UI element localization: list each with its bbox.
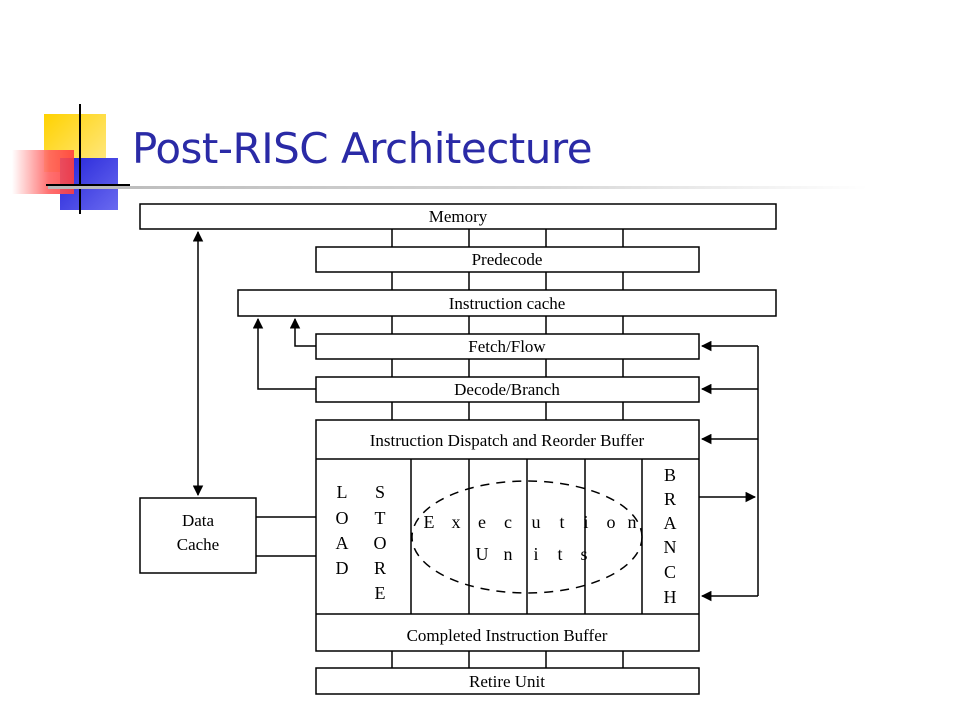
memory-predecode-connectors — [391, 229, 624, 247]
predecode-block — [315, 246, 700, 273]
unit-column-dividers — [410, 459, 643, 614]
branch-letter: R — [664, 489, 676, 509]
execution-units-ellipse — [411, 480, 643, 594]
decode-branch-label: Decode/Branch — [454, 380, 560, 399]
execution-letter: u — [532, 512, 541, 532]
memory-label: Memory — [429, 207, 488, 226]
decor-vertical-line — [79, 104, 81, 214]
fetch-to-cache-arrow — [289, 317, 316, 347]
fetch-decode-connectors — [391, 359, 624, 377]
data-cache-label-line2: Cache — [177, 535, 219, 554]
decode-to-cache-arrow — [252, 317, 316, 390]
execution-letter: i — [583, 512, 588, 532]
branch-letter: B — [664, 465, 676, 485]
branch-letter: N — [664, 537, 677, 557]
instruction-cache-label: Instruction cache — [449, 294, 566, 313]
load-letter: O — [336, 508, 349, 528]
execution-letter: c — [504, 512, 512, 532]
execution-letter: e — [478, 512, 486, 532]
dispatch-reorder-label: Instruction Dispatch and Reorder Buffer — [370, 431, 645, 450]
predecode-cache-connectors — [391, 272, 624, 290]
branch-letter: C — [664, 562, 676, 582]
cache-fetch-connectors — [391, 316, 624, 334]
store-letter: R — [374, 558, 386, 578]
branch-letter: A — [664, 513, 677, 533]
execution-letter: t — [557, 544, 562, 564]
store-letter: T — [375, 508, 386, 528]
store-letter: O — [374, 533, 387, 553]
load-letter: D — [336, 558, 349, 578]
completed-retire-connectors — [391, 651, 624, 668]
load-letter: L — [337, 482, 348, 502]
core-block — [315, 419, 700, 652]
decor-horizontal-line — [46, 184, 130, 186]
execution-letter: o — [607, 512, 616, 532]
branch-letter: H — [664, 587, 677, 607]
slide-title: Post-RISC Architecture — [132, 124, 593, 173]
execution-letter: n — [628, 512, 637, 532]
store-letter: S — [375, 482, 385, 502]
retire-unit-label: Retire Unit — [469, 672, 545, 691]
execution-letter: i — [533, 544, 538, 564]
decode-dispatch-connectors — [391, 402, 624, 420]
execution-letter: n — [504, 544, 513, 564]
retire-unit-block — [315, 667, 700, 695]
execution-letter: E — [424, 512, 435, 532]
title-divider — [48, 186, 868, 189]
fetch-flow-label: Fetch/Flow — [468, 337, 546, 356]
load-letter: A — [336, 533, 349, 553]
execution-letter: U — [476, 544, 489, 564]
execution-letter: s — [580, 544, 587, 564]
data-cache-label-line1: Data — [182, 511, 215, 530]
instruction-cache-block — [237, 289, 777, 317]
memory-block — [139, 203, 777, 230]
execution-letter: x — [452, 512, 461, 532]
completed-buffer-label: Completed Instruction Buffer — [407, 626, 608, 645]
execution-letter: t — [559, 512, 564, 532]
store-letter: E — [375, 583, 386, 603]
predecode-label: Predecode — [472, 250, 543, 269]
data-cache-block — [139, 497, 257, 574]
